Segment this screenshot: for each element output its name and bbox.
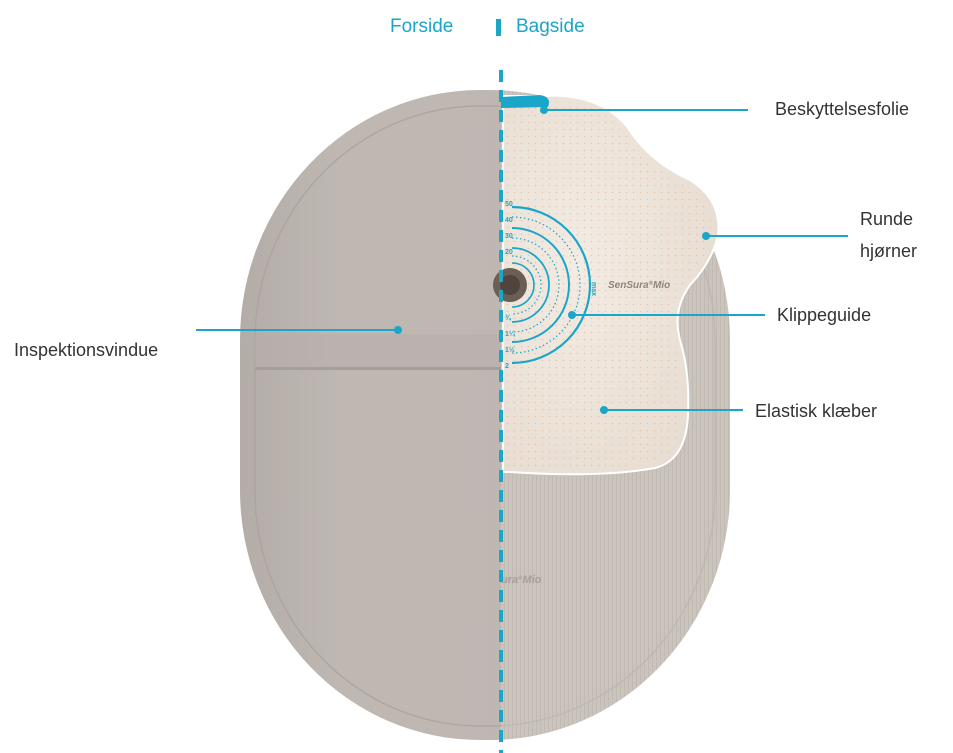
label-rounded-corners-line2: hjørner: [860, 240, 917, 262]
dot-protective-film: [540, 106, 548, 114]
front-side-label: Forside: [390, 16, 453, 38]
dot-elastic-adhesive: [600, 406, 608, 414]
guide-mark-50: 50: [505, 201, 513, 208]
guide-mark-30: 30: [505, 233, 513, 240]
dot-inspection-window: [394, 326, 402, 334]
dot-rounded-corners: [702, 232, 710, 240]
protective-film-tab: [501, 95, 549, 108]
label-cutting-guide: Klippeguide: [777, 304, 871, 326]
label-protective-film: Beskyttelsesfolie: [775, 98, 909, 120]
label-elastic-adhesive: Elastisk klæber: [755, 400, 877, 422]
header-divider-mark: [496, 19, 501, 36]
adhesive-plate: [493, 95, 718, 474]
brand-adhesive: SenSura®Mio: [608, 280, 670, 291]
guide-mark-1-1-2: 1½: [505, 346, 515, 354]
guide-mark-40: 40: [505, 217, 513, 224]
guide-mark-1-1-4: 1¼: [505, 330, 516, 338]
label-inspection-window: Inspektionsvindue: [14, 339, 158, 361]
guide-mark-20: 20: [505, 249, 513, 256]
back-side-label: Bagside: [516, 16, 585, 38]
guide-mark-2: 2: [505, 363, 509, 370]
label-rounded-corners-line1: Runde: [860, 208, 913, 230]
guide-max: max: [590, 282, 597, 296]
dot-cutting-guide: [568, 311, 576, 319]
